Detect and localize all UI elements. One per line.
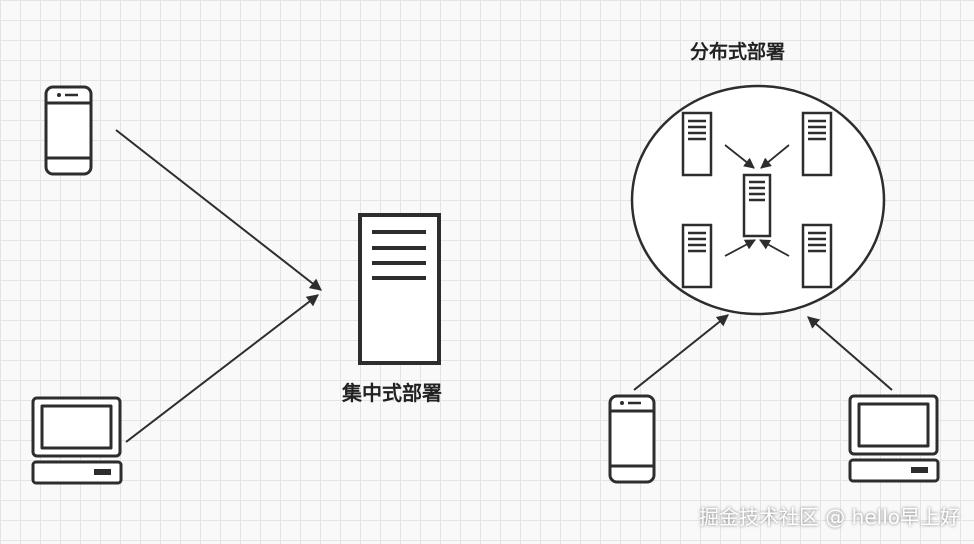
mobile-phone-icon [44, 85, 93, 176]
watermark: 掘金技术社区 @ hello早上好 [698, 505, 960, 529]
server-icon [681, 223, 713, 289]
phone-to-server-arrow [115, 129, 322, 291]
server-icon [801, 111, 833, 177]
cluster-arrow-top-right [760, 144, 790, 169]
cluster-arrow-bottom-left [724, 239, 756, 257]
cluster-arrow-top-left [724, 144, 755, 169]
distributed-deployment-label: 分布式部署 [690, 41, 786, 63]
cluster-arrow-bottom-right [759, 239, 790, 257]
server-icon [358, 213, 441, 365]
server-icon [742, 173, 772, 238]
laptop-to-server-arrow [125, 294, 319, 443]
server-icon [681, 111, 713, 177]
centralized-deployment-label: 集中式部署 [342, 381, 442, 405]
laptop-icon [31, 396, 123, 485]
laptop-to-cluster-arrow [807, 316, 893, 391]
laptop-icon [848, 394, 940, 483]
phone-to-cluster-arrow [633, 314, 729, 391]
server-icon [801, 223, 833, 289]
mobile-phone-icon [608, 394, 656, 484]
